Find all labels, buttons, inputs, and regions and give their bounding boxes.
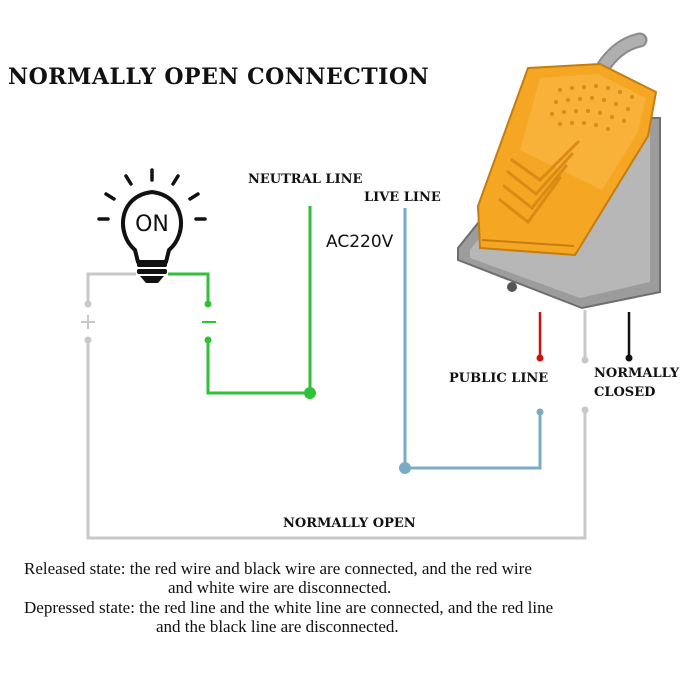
terminal-dot-left-top: [84, 300, 92, 308]
page-title: NORMALLY OPEN CONNECTION: [8, 64, 430, 90]
terminal-dot-left-bottom: [84, 336, 92, 344]
black-wire-end-dot: [625, 354, 633, 362]
public-line-label: PUBLIC LINE: [449, 371, 549, 386]
voltage-label: AC220V: [326, 232, 394, 252]
neutral-wire: [168, 206, 312, 395]
white-wire-end-dot: [581, 356, 589, 364]
normally-closed-label-line1: NORMALLY: [594, 366, 680, 381]
released-state-text-line1: Released state: the red wire and black w…: [24, 559, 532, 578]
foot-pedal-switch: [457, 32, 661, 310]
light-bulb-icon: [97, 168, 207, 283]
normally-open-terminal-dot: [581, 406, 589, 414]
normally-open-wire: [86, 272, 587, 540]
neutral-line-label: NEUTRAL LINE: [248, 172, 363, 187]
released-state-text-line2: and white wire are disconnected.: [168, 578, 392, 597]
normally-closed-label-line2: CLOSED: [594, 385, 656, 400]
live-junction-dot: [399, 462, 411, 474]
normally-open-label: NORMALLY OPEN: [283, 516, 416, 531]
plus-mark: [81, 315, 95, 329]
bulb-on-text: ON: [135, 212, 169, 237]
depressed-state-text-line1: Depressed state: the red line and the wh…: [24, 598, 554, 617]
red-wire-end-dot: [536, 354, 544, 362]
neutral-junction-dot: [304, 387, 316, 399]
neutral-terminal-dot-bottom: [204, 336, 212, 344]
neutral-terminal-dot-top: [204, 300, 212, 308]
public-terminal-dot: [536, 408, 544, 416]
live-line-label: LIVE LINE: [364, 190, 441, 205]
live-wire: [403, 208, 542, 470]
depressed-state-text-line2: and the black line are disconnected.: [156, 617, 399, 636]
